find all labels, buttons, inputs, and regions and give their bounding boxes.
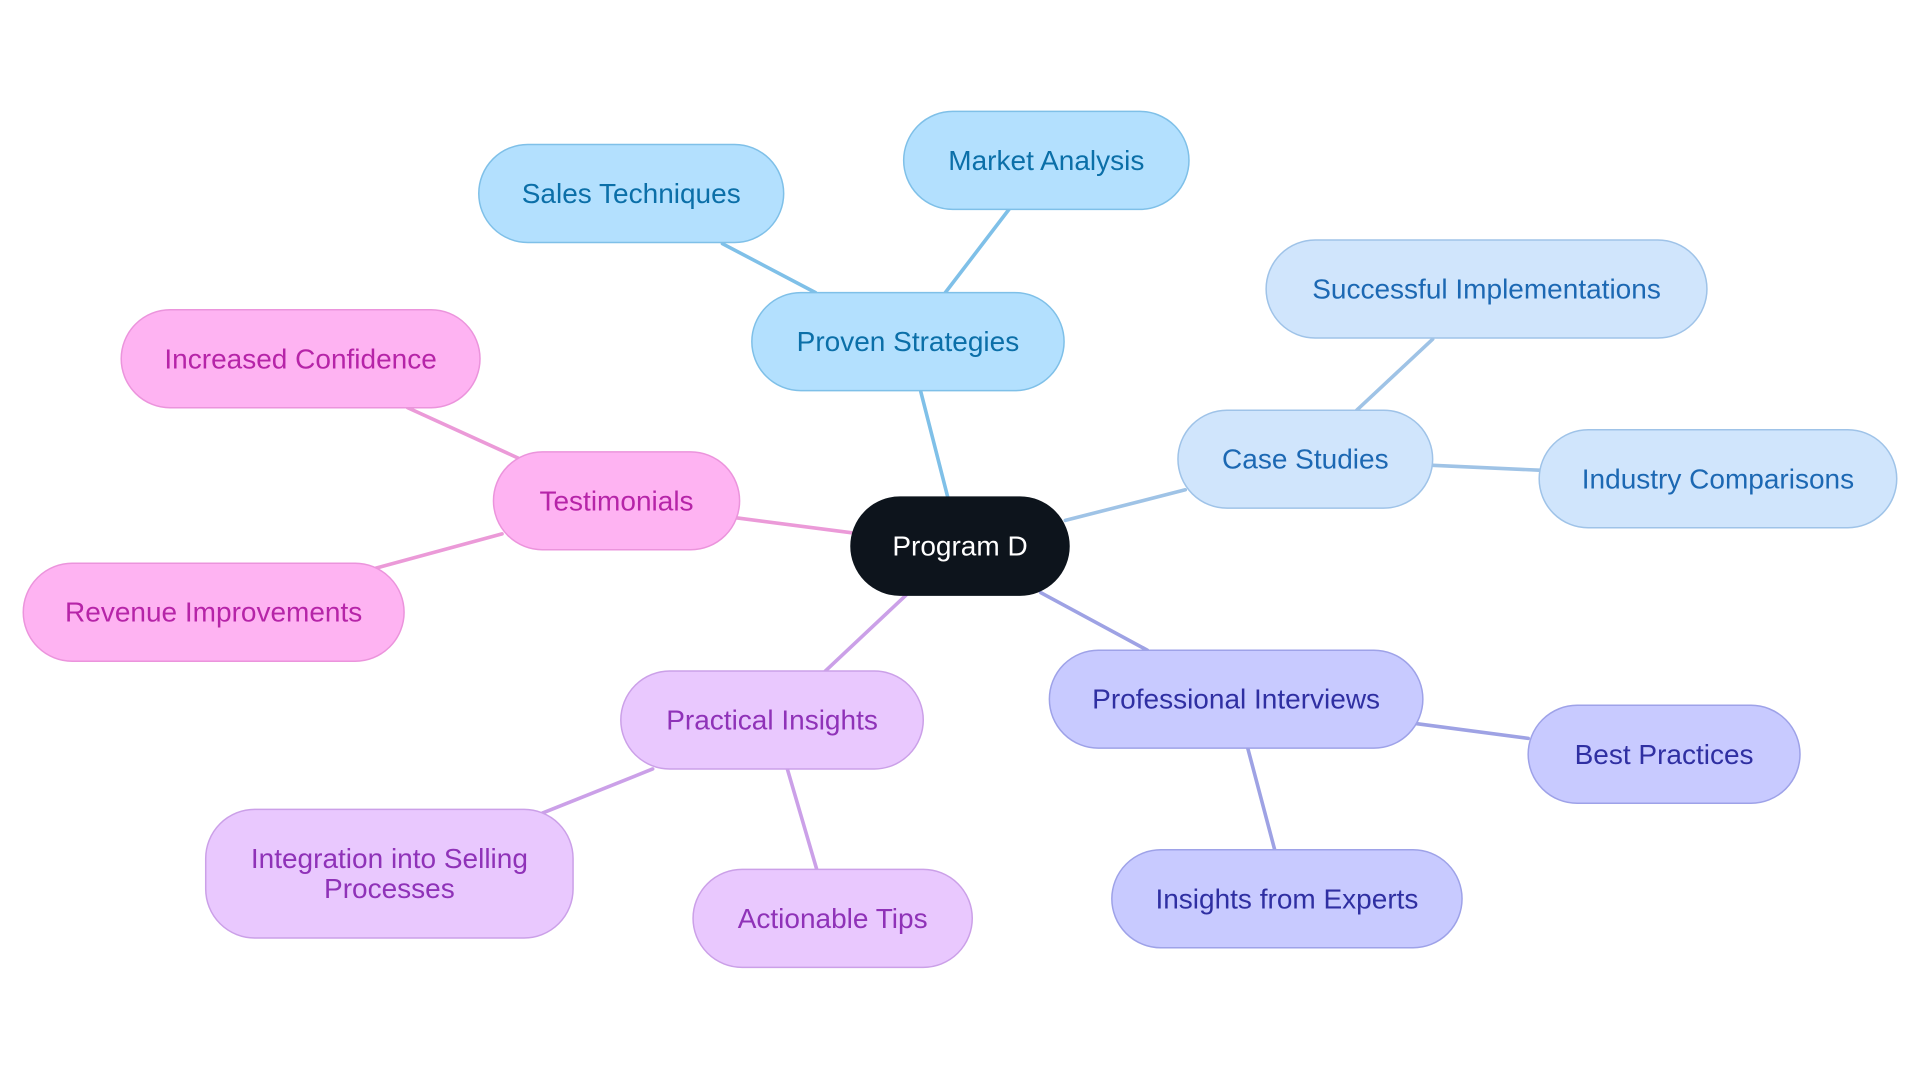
edge-root-to-testimonials — [735, 516, 853, 535]
node-successful-implementations: Successful Implementations — [1265, 239, 1708, 339]
edge-proven-strategies-to-market-analysis — [943, 207, 1011, 295]
edge-root-to-professional-interviews — [1039, 590, 1150, 653]
edge-root-to-case-studies — [1063, 487, 1188, 523]
edge-case-studies-to-successful-implementations — [1354, 337, 1435, 413]
node-proven-strategies: Proven Strategies — [751, 291, 1065, 392]
node-shape-successful-implementations — [1265, 239, 1708, 339]
node-root: Program D — [850, 496, 1070, 596]
node-label-root: Program D — [892, 531, 1027, 562]
edge-professional-interviews-to-best-practices — [1414, 721, 1530, 741]
node-industry-comparisons: Industry Comparisons — [1538, 429, 1898, 529]
node-testimonials: Testimonials — [492, 451, 741, 551]
node-shape-increased-confidence — [120, 309, 481, 409]
node-label-integration-into-selling-processes-line-2: Processes — [324, 873, 455, 904]
node-label-best-practices: Best Practices — [1575, 739, 1754, 770]
node-label-revenue-improvements: Revenue Improvements — [65, 597, 362, 628]
node-label-integration-into-selling-processes-line-1: Integration into Selling — [251, 843, 528, 874]
node-practical-insights: Practical Insights — [620, 670, 925, 770]
node-shape-revenue-improvements — [22, 562, 405, 662]
node-label-increased-confidence: Increased Confidence — [164, 343, 436, 374]
node-sales-techniques: Sales Techniques — [478, 143, 785, 244]
node-shape-professional-interviews — [1048, 649, 1424, 749]
node-shape-proven-strategies — [751, 291, 1065, 392]
node-label-market-analysis: Market Analysis — [948, 145, 1144, 176]
node-market-analysis: Market Analysis — [902, 110, 1190, 211]
node-shape-integration-into-selling-processes — [204, 808, 574, 939]
node-label-testimonials: Testimonials — [539, 485, 693, 516]
node-shape-industry-comparisons — [1538, 429, 1898, 529]
node-shape-actionable-tips — [692, 868, 973, 969]
node-shape-market-analysis — [902, 110, 1190, 211]
edge-root-to-proven-strategies — [919, 390, 950, 499]
edge-testimonials-to-revenue-improvements — [374, 532, 504, 570]
edge-proven-strategies-to-sales-techniques — [720, 241, 818, 295]
node-insights-from-experts: Insights from Experts — [1111, 849, 1463, 949]
node-label-insights-from-experts: Insights from Experts — [1155, 883, 1418, 914]
edge-testimonials-to-increased-confidence — [405, 405, 520, 460]
node-label-proven-strategies: Proven Strategies — [797, 326, 1020, 357]
node-shape-testimonials — [492, 451, 741, 551]
node-professional-interviews: Professional Interviews — [1048, 649, 1424, 749]
connector-lines — [374, 207, 1541, 872]
node-shape-best-practices — [1527, 704, 1801, 805]
node-label-sales-techniques: Sales Techniques — [522, 178, 741, 209]
edge-professional-interviews-to-insights-from-experts — [1245, 746, 1277, 852]
node-revenue-improvements: Revenue Improvements — [22, 562, 405, 662]
node-case-studies: Case Studies — [1177, 409, 1434, 509]
node-best-practices: Best Practices — [1527, 704, 1801, 805]
edge-case-studies-to-industry-comparisons — [1430, 463, 1541, 473]
node-increased-confidence: Increased Confidence — [120, 309, 481, 409]
node-shape-insights-from-experts — [1111, 849, 1463, 949]
node-actionable-tips: Actionable Tips — [692, 868, 973, 969]
edge-practical-insights-to-actionable-tips — [785, 767, 819, 872]
node-label-industry-comparisons: Industry Comparisons — [1582, 463, 1854, 494]
node-shape-case-studies — [1177, 409, 1434, 509]
node-label-case-studies: Case Studies — [1222, 444, 1389, 475]
node-label-professional-interviews: Professional Interviews — [1092, 684, 1380, 715]
edge-root-to-practical-insights — [823, 593, 908, 673]
node-label-successful-implementations: Successful Implementations — [1312, 273, 1661, 304]
edge-practical-insights-to-integration-into-selling-processes — [540, 767, 655, 815]
node-shape-practical-insights — [620, 670, 925, 770]
node-shape-sales-techniques — [478, 143, 785, 244]
node-shape-root — [850, 496, 1070, 596]
node-label-practical-insights: Practical Insights — [666, 705, 878, 736]
topic-nodes: Proven Strategies Sales Techniques Market … — [22, 110, 1898, 969]
node-label-actionable-tips: Actionable Tips — [738, 903, 928, 934]
